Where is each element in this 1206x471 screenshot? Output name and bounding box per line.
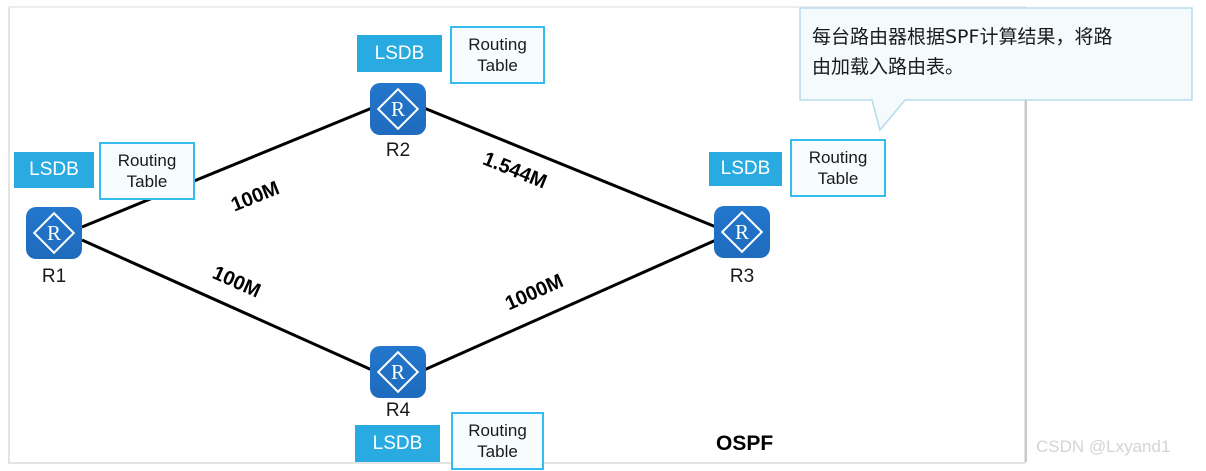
lsdb-badge-r1: LSDB: [14, 152, 94, 188]
routing-table-line1: Routing: [808, 148, 868, 167]
routing-table-line1: Routing: [468, 421, 527, 440]
routing-table-box-r2: Routing Table: [450, 26, 545, 84]
router-node-r2[interactable]: R: [370, 83, 426, 135]
lsdb-label: LSDB: [372, 432, 423, 454]
router-label-r2: R2: [358, 140, 438, 162]
lsdb-label: LSDB: [374, 42, 425, 64]
callout-bubble: [799, 7, 1193, 132]
routing-table-line2: Table: [477, 442, 518, 461]
routing-table-line2: Table: [817, 169, 859, 188]
routing-table-box-r4: Routing Table: [451, 412, 544, 470]
router-letter: R: [46, 221, 61, 245]
callout-line-1: 每台路由器根据SPF计算结果，将路: [812, 26, 1113, 48]
lsdb-label: LSDB: [720, 158, 771, 179]
router-letter: R: [734, 220, 749, 244]
protocol-label-ospf: OSPF: [716, 432, 774, 455]
routing-table-box-r3: Routing Table: [790, 139, 886, 197]
router-node-r3[interactable]: R: [714, 206, 770, 258]
callout-annotation: 每台路由器根据SPF计算结果，将路 由加载入路由表。: [812, 22, 1182, 82]
link-r4-r3: [423, 238, 717, 372]
routing-table-line2: Table: [126, 172, 168, 191]
router-letter: R: [390, 360, 405, 384]
router-label-text: R1: [41, 266, 67, 287]
routing-table-box-r1: Routing Table: [99, 142, 195, 200]
router-node-r1[interactable]: R: [26, 207, 82, 259]
link-r1-r4: [81, 238, 373, 372]
callout-line-2: 由加载入路由表。: [812, 56, 965, 78]
router-node-r4[interactable]: R: [370, 346, 426, 398]
lsdb-badge-r4: LSDB: [355, 425, 440, 462]
link-r2-r3: [423, 106, 717, 229]
routing-table-line2: Table: [477, 56, 518, 75]
router-label-r4: R4: [358, 400, 438, 422]
router-label-text: R3: [729, 266, 755, 287]
routing-table-line1: Routing: [117, 151, 177, 170]
router-label-text: R2: [385, 140, 411, 161]
csdn-watermark: CSDN @Lxyand1: [1036, 437, 1171, 456]
link-r1-r2: [81, 106, 373, 229]
router-label-r1: R1: [14, 266, 94, 288]
lsdb-label: LSDB: [29, 159, 79, 180]
lsdb-badge-r3: LSDB: [709, 152, 782, 186]
router-label-r3: R3: [702, 266, 782, 288]
router-label-text: R4: [385, 400, 411, 421]
router-letter: R: [390, 97, 405, 121]
lsdb-badge-r2: LSDB: [357, 35, 442, 72]
routing-table-line1: Routing: [468, 35, 527, 54]
